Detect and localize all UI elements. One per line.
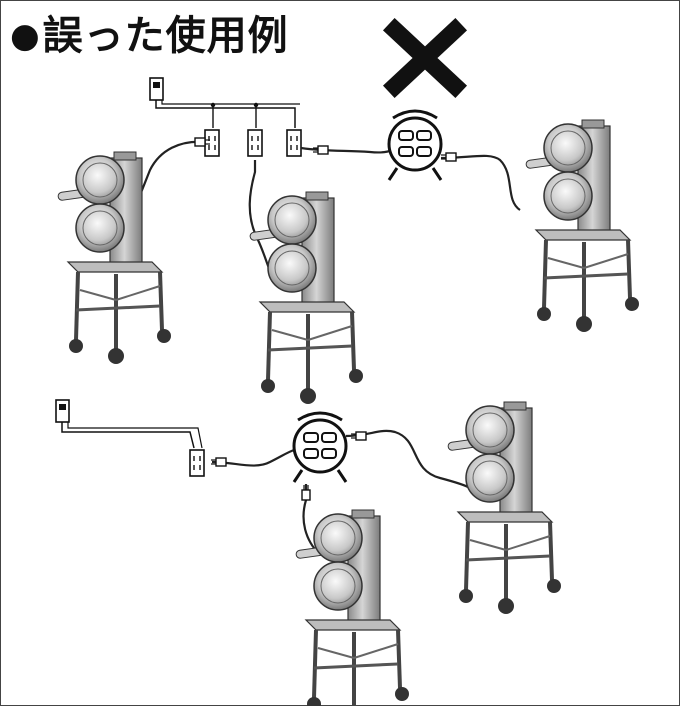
outlet-icon — [247, 129, 263, 157]
plug-icon — [301, 485, 311, 501]
scene-wrong-example-1 — [55, 77, 641, 406]
title-text: 誤った使用例 — [42, 13, 289, 59]
power-cord — [211, 448, 295, 467]
floodlight-icon — [55, 150, 173, 366]
cord-reel-icon — [292, 411, 348, 484]
bullet-icon: ● — [10, 16, 41, 56]
power-cord — [440, 154, 521, 211]
outlet-icon — [286, 129, 302, 157]
floodlight-icon — [247, 190, 365, 406]
floodlight-icon — [523, 118, 641, 334]
cross-mark-icon — [382, 17, 468, 99]
wall-wiring — [61, 422, 195, 449]
wall-wiring — [155, 100, 296, 128]
outlet-icon — [189, 449, 205, 477]
wall-switch-icon — [149, 77, 164, 101]
outlet-icon — [204, 129, 220, 157]
page-title: ●誤った使用例 — [10, 12, 289, 60]
wall-switch-icon — [55, 399, 70, 423]
power-cord — [345, 429, 471, 489]
floodlight-icon — [445, 400, 563, 616]
cord-reel-icon — [387, 109, 443, 182]
floodlight-icon — [293, 508, 411, 706]
scene-wrong-example-2 — [55, 399, 563, 706]
